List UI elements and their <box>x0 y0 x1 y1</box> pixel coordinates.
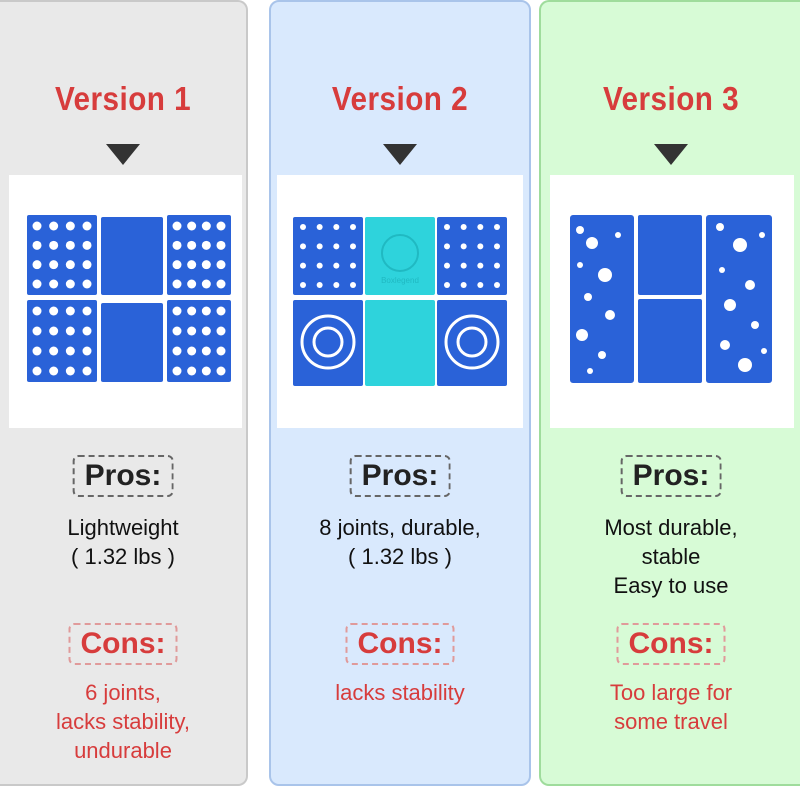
brand-mark: Boxlegend <box>381 276 419 285</box>
down-arrow-icon <box>106 144 140 165</box>
cons-line: Too large for <box>609 680 733 705</box>
folding-board-v1-image <box>27 215 231 382</box>
pros-text: Most durable, stable Easy to use <box>541 513 800 600</box>
cons-line: some travel <box>614 709 728 734</box>
product-image <box>550 175 794 428</box>
cons-text: 6 joints, lacks stability, undurable <box>0 678 246 765</box>
version-title: Version 3 <box>602 80 740 117</box>
pros-line: Most durable, <box>604 515 738 540</box>
cons-text: Too large for some travel <box>541 678 800 736</box>
cons-label: Cons: <box>345 623 455 665</box>
cons-line: 6 joints, <box>85 680 161 705</box>
down-arrow-icon <box>654 144 688 165</box>
cons-line: lacks stability, <box>55 709 191 734</box>
cons-label: Cons: <box>616 623 726 665</box>
product-image: Boxlegend <box>277 175 523 428</box>
pros-label: Pros: <box>349 455 451 497</box>
pros-line: ( 1.32 lbs ) <box>71 544 175 569</box>
pros-line: stable <box>641 544 701 569</box>
pros-line: Lightweight <box>67 515 179 540</box>
pros-line: 8 joints, durable, <box>319 515 481 540</box>
cons-label: Cons: <box>68 623 178 665</box>
pros-label: Pros: <box>620 455 722 497</box>
version-title: Version 1 <box>54 80 192 117</box>
pros-line: ( 1.32 lbs ) <box>348 544 452 569</box>
version-1-panel: Version 1 Pros: Lightweight ( 1.32 lbs )… <box>0 0 248 786</box>
pros-label: Pros: <box>72 455 174 497</box>
cons-line: undurable <box>74 738 172 763</box>
version-3-panel: Version 3 Pros: Most durable, stable Eas… <box>539 0 800 786</box>
cons-line: lacks stability <box>335 680 465 705</box>
down-arrow-icon <box>383 144 417 165</box>
folding-board-v2-image: Boxlegend <box>293 217 507 386</box>
pros-line: Easy to use <box>613 573 729 598</box>
product-image <box>9 175 242 428</box>
cons-text: lacks stability <box>271 678 529 707</box>
version-2-panel: Version 2 Boxlegend Pros: 8 joints, dura… <box>269 0 531 786</box>
folding-board-v3-image <box>570 215 772 383</box>
pros-text: 8 joints, durable, ( 1.32 lbs ) <box>271 513 529 571</box>
version-title: Version 2 <box>331 80 469 117</box>
pros-text: Lightweight ( 1.32 lbs ) <box>0 513 246 571</box>
